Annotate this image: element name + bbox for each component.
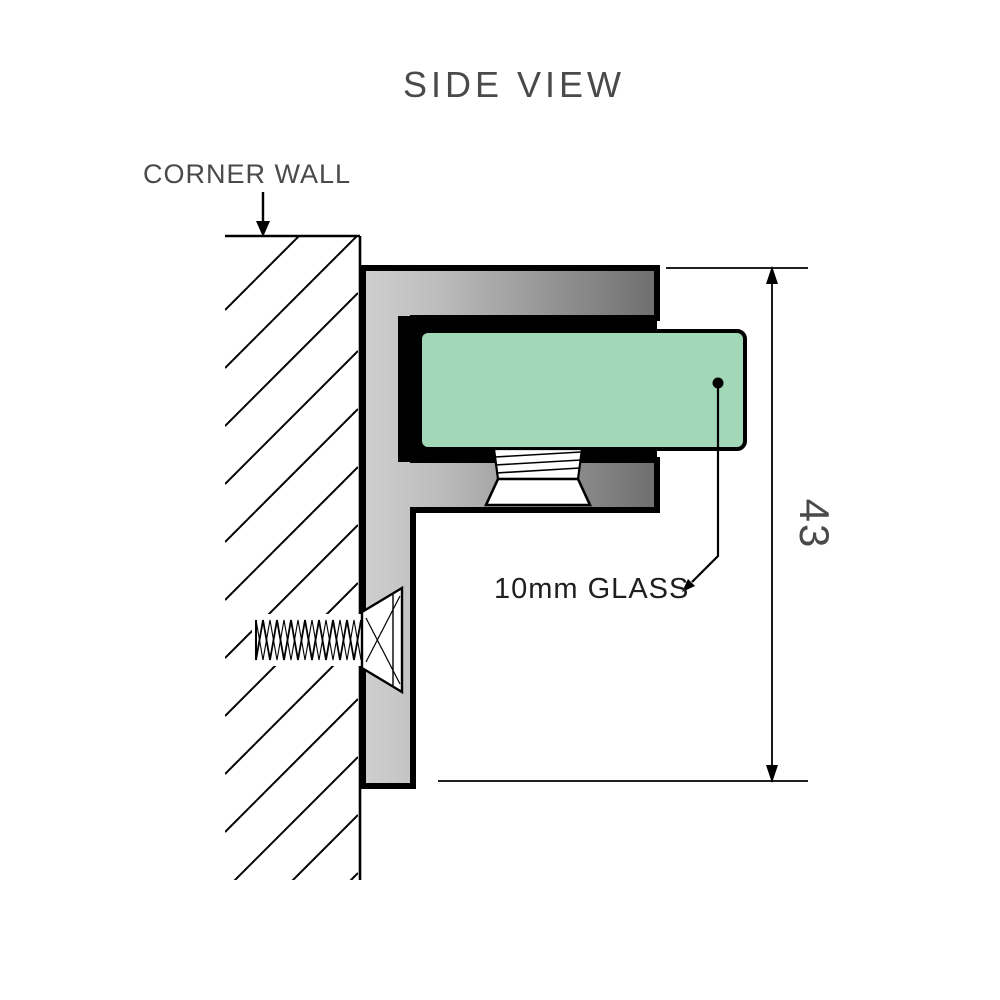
leader-arrowhead-icon [682, 579, 695, 592]
leader-dot [712, 377, 724, 389]
corner-wall-arrow-icon [256, 192, 270, 237]
dimension-arrow-up-icon [766, 266, 778, 284]
glass-panel [418, 329, 747, 451]
dimension-43: 43 [438, 266, 838, 783]
screw-head [360, 585, 404, 695]
wall-screw [252, 585, 404, 695]
corner-wall-label: CORNER WALL [143, 159, 351, 189]
glass-label: 10mm GLASS [494, 573, 689, 605]
page-title: SIDE VIEW [403, 64, 625, 105]
wall-line [225, 234, 362, 880]
glass-callout: 10mm GLASS [494, 377, 724, 605]
dimension-value: 43 [791, 499, 838, 550]
grub-screw [483, 447, 593, 507]
dimension-arrow-down-icon [766, 765, 778, 783]
wall-hatching [225, 236, 358, 880]
leader-line [691, 388, 720, 583]
